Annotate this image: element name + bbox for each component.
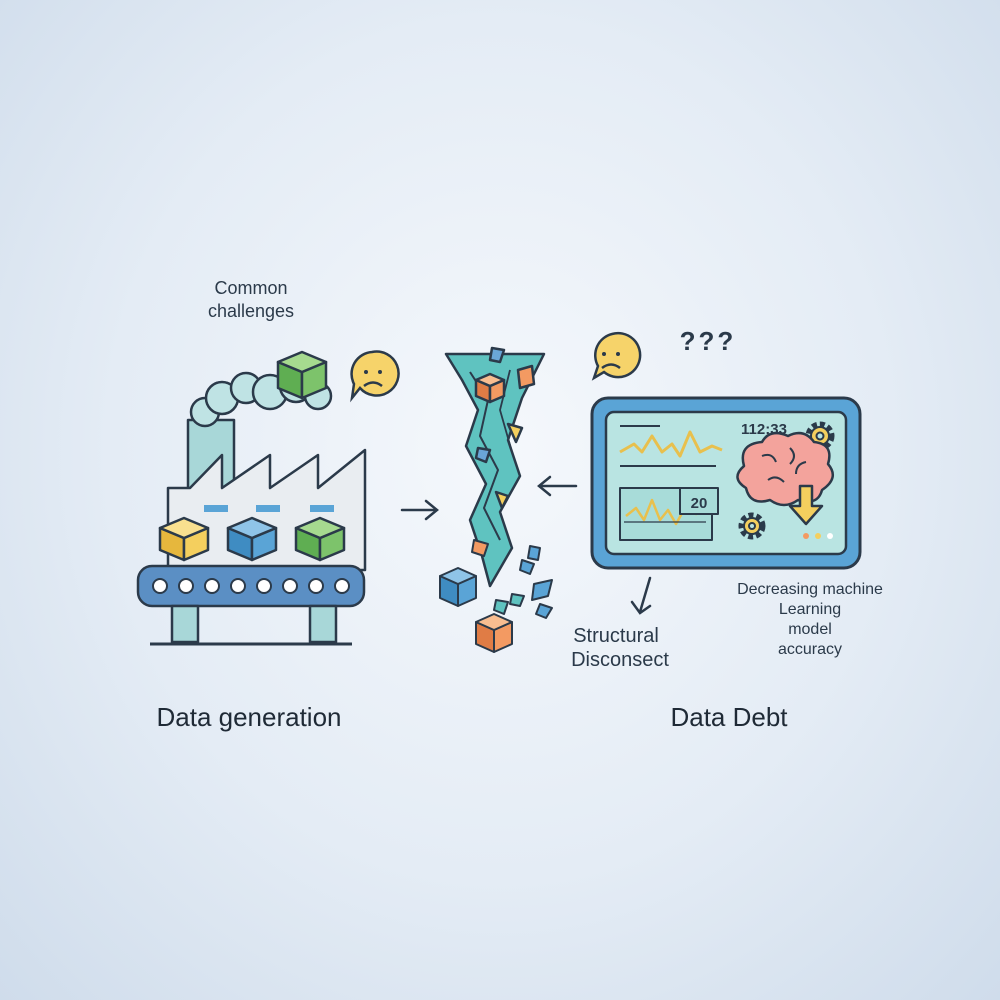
gear-icon [738, 512, 766, 540]
funnel-icon [444, 346, 546, 588]
arrow-right-icon [400, 499, 439, 521]
ml-label-3: model [788, 621, 832, 638]
structural-label-2: Disconsect [571, 649, 669, 671]
cube-yellow [158, 516, 210, 562]
sad-face-icon [350, 350, 400, 403]
cube-orange-funnel [474, 372, 506, 404]
cube-orange-falling [475, 613, 513, 653]
arrow-left-icon [537, 475, 578, 497]
conveyor-belt [136, 564, 366, 608]
question-marks: ??? [680, 326, 737, 356]
cube-green [294, 516, 346, 562]
ml-label-4: accuracy [778, 641, 842, 658]
data-debt-title: Data Debt [670, 702, 788, 732]
sad-face-icon [591, 331, 642, 381]
data-generation-title: Data generation [156, 702, 341, 732]
cube-green-top [276, 350, 328, 400]
arrow-down-icon [630, 576, 652, 615]
common-challenges-label-1: Common [214, 278, 287, 298]
ml-label-2: Learning [779, 601, 841, 618]
status-dot [827, 533, 833, 539]
falling-fragments [439, 539, 553, 653]
status-dot [815, 533, 821, 539]
screen-value: 20 [691, 495, 708, 512]
status-dot [803, 533, 809, 539]
brain-icon [736, 431, 835, 526]
common-challenges-label-2: challenges [208, 301, 294, 321]
structural-label-1: Structural [573, 625, 659, 647]
cube-blue [226, 516, 278, 562]
cube-blue-falling [439, 567, 477, 607]
ml-label-1: Decreasing machine [737, 581, 883, 598]
factory-icon [136, 350, 367, 646]
